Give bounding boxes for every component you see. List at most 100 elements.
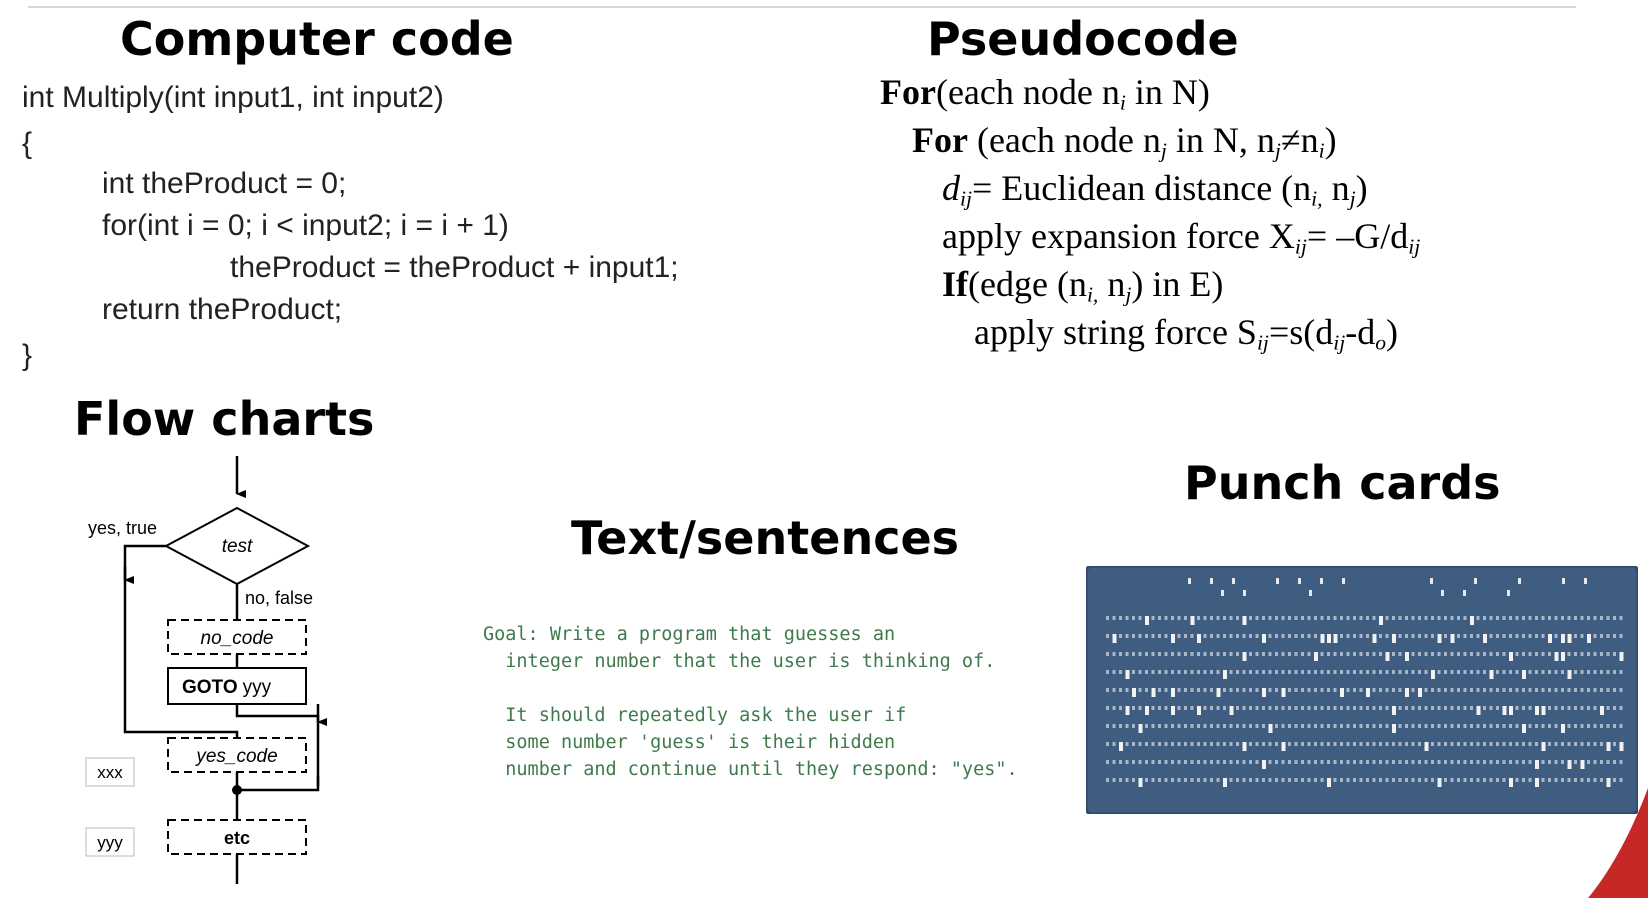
card-digit-mark	[1437, 760, 1441, 764]
card-digit-mark	[1138, 760, 1142, 764]
card-digit-mark	[1158, 760, 1161, 764]
card-digit-mark	[1496, 652, 1499, 656]
card-digit-mark	[1177, 742, 1181, 746]
card-digit-mark	[1567, 688, 1571, 692]
card-digit-mark	[1327, 616, 1330, 620]
card-digit-mark	[1502, 634, 1506, 638]
card-digit-mark	[1359, 742, 1363, 746]
card-digit-mark	[1515, 706, 1519, 710]
punch-hole	[1507, 590, 1510, 596]
card-digit-mark	[1327, 670, 1330, 674]
card-digit-mark	[1216, 724, 1220, 728]
card-digit-mark	[1177, 724, 1181, 728]
card-digit-mark	[1613, 760, 1616, 764]
card-digit-mark	[1431, 706, 1434, 710]
card-digit-mark	[1275, 706, 1278, 710]
card-digit-mark	[1489, 724, 1493, 728]
punch-hole	[1333, 634, 1338, 643]
card-digit-mark	[1600, 652, 1603, 656]
card-digit-mark	[1535, 724, 1538, 728]
card-digit-mark	[1249, 760, 1252, 764]
card-digit-mark	[1379, 724, 1382, 728]
card-digit-mark	[1424, 778, 1428, 782]
punch-hole	[1606, 742, 1611, 751]
card-digit-mark	[1132, 616, 1135, 620]
card-digit-mark	[1177, 778, 1181, 782]
card-digit-mark	[1106, 760, 1109, 764]
punch-hole	[1320, 578, 1323, 584]
card-digit-mark	[1255, 688, 1259, 692]
punch-hole	[1340, 688, 1344, 697]
card-digit-mark	[1411, 616, 1415, 620]
card-digit-mark	[1210, 760, 1213, 764]
card-digit-mark	[1379, 688, 1382, 692]
card-digit-mark	[1528, 616, 1532, 620]
card-digit-mark	[1164, 724, 1168, 728]
card-digit-mark	[1151, 706, 1155, 710]
punch-hole	[1431, 670, 1435, 679]
card-digit-mark	[1158, 724, 1161, 728]
card-digit-mark	[1392, 742, 1395, 746]
card-digit-mark	[1184, 706, 1187, 710]
decision-test-label: test	[222, 536, 253, 557]
card-digit-mark	[1580, 616, 1584, 620]
pseudocode-line: For(each node ni in N)	[880, 72, 1210, 115]
card-digit-mark	[1528, 688, 1532, 692]
card-digit-mark	[1496, 706, 1499, 710]
card-digit-mark	[1275, 724, 1278, 728]
punch-hole	[1548, 634, 1552, 643]
card-digit-mark	[1353, 634, 1356, 638]
punch-hole	[1535, 760, 1539, 769]
card-digit-mark	[1158, 652, 1161, 656]
card-digit-mark	[1619, 706, 1623, 710]
card-digit-mark	[1164, 634, 1168, 638]
card-digit-mark	[1509, 670, 1512, 674]
card-digit-mark	[1255, 616, 1259, 620]
card-digit-mark	[1528, 778, 1532, 782]
punch-hole	[1385, 652, 1390, 661]
card-digit-mark	[1437, 706, 1441, 710]
card-digit-mark	[1268, 652, 1272, 656]
punch-hole	[1450, 634, 1455, 643]
goto-box	[167, 667, 307, 705]
card-digit-mark	[1242, 706, 1246, 710]
card-digit-mark	[1509, 634, 1512, 638]
card-digit-mark	[1385, 688, 1389, 692]
card-digit-mark	[1476, 616, 1480, 620]
card-digit-mark	[1411, 742, 1415, 746]
code-line: {	[22, 127, 33, 160]
card-digit-mark	[1132, 634, 1135, 638]
card-digit-mark	[1106, 724, 1109, 728]
card-digit-mark	[1288, 652, 1291, 656]
card-digit-mark	[1561, 742, 1564, 746]
card-digit-mark	[1119, 652, 1122, 656]
card-digit-mark	[1164, 688, 1168, 692]
card-digit-mark	[1541, 616, 1545, 620]
card-digit-mark	[1450, 778, 1454, 782]
card-digit-mark	[1151, 778, 1155, 782]
pseudocode-line: apply string force Sij=s(dij-do)	[974, 312, 1399, 355]
card-digit-mark	[1587, 688, 1590, 692]
punch-hole	[1561, 724, 1565, 733]
card-digit-mark	[1346, 688, 1350, 692]
card-digit-mark	[1125, 616, 1129, 620]
card-digit-mark	[1340, 616, 1343, 620]
card-digit-mark	[1574, 616, 1577, 620]
card-digit-mark	[1528, 706, 1532, 710]
card-digit-mark	[1450, 616, 1454, 620]
card-digit-mark	[1106, 652, 1109, 656]
yes-true-label: yes, true	[88, 518, 157, 538]
card-digit-mark	[1535, 670, 1538, 674]
card-digit-mark	[1554, 742, 1558, 746]
card-digit-mark	[1444, 742, 1447, 746]
card-digit-mark	[1216, 760, 1220, 764]
card-digit-mark	[1541, 778, 1545, 782]
goto-path	[235, 704, 320, 786]
card-digit-mark	[1528, 760, 1532, 764]
punch-hole	[1125, 706, 1130, 715]
card-digit-mark	[1385, 670, 1389, 674]
card-digit-mark	[1483, 724, 1486, 728]
card-digit-mark	[1112, 706, 1116, 710]
merge-dot	[232, 785, 242, 795]
card-digit-mark	[1112, 778, 1116, 782]
